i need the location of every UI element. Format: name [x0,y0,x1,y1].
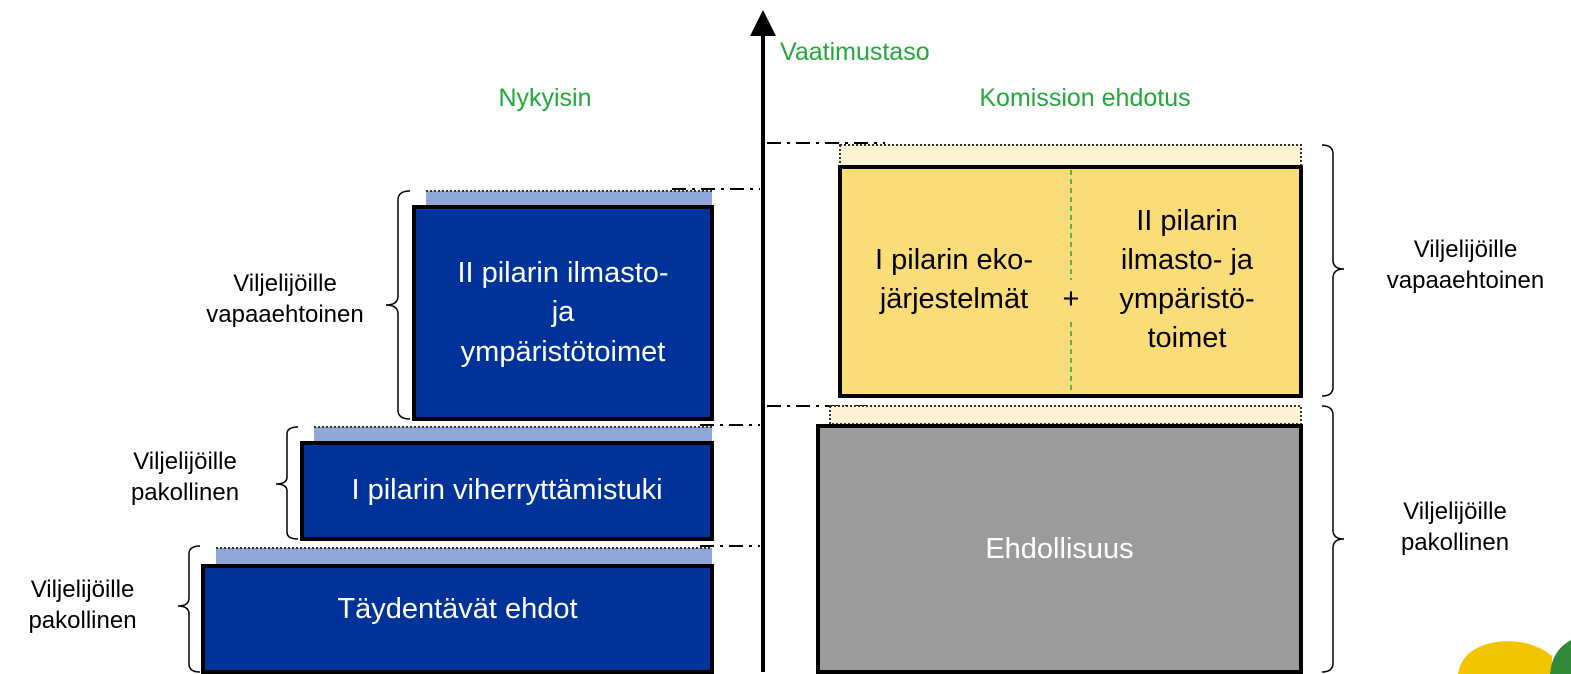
right-title: Komission ehdotus [979,84,1191,112]
right-top-box [838,165,1303,398]
left-top-strip [426,191,712,206]
brace-left-bottom [177,545,201,673]
left-middle-strip [314,427,712,442]
right-top-plus: + [1062,283,1080,316]
axis-label: Vaatimustaso [780,38,930,66]
brace-left-top [385,190,411,420]
right-bottom-strip [829,405,1302,425]
left-middle-box-text: I pilarin viherryttämistuki [351,474,663,507]
brace-right-bottom [1321,405,1345,673]
right-top-right-text: II pilarin ilmasto- ja ympäristö- toimet [1119,204,1255,355]
left-middle-label: Viljelijöille pakollinen [130,448,240,507]
right-bottom-box [816,424,1303,674]
brace-right-top [1321,144,1345,397]
logo-yellow-shape [1458,641,1552,674]
left-top-label: Viljelijöille vapaaehtoinen [206,270,364,329]
axis-arrowhead [750,10,776,36]
right-top-left-text: I pilarin eko- järjestelmät [875,243,1033,315]
left-middle-box [300,441,714,541]
right-bottom-label: Viljelijöille pakollinen [1400,498,1510,557]
left-top-box-text: II pilarin ilmasto- ja ympäristötoimet [457,257,669,368]
left-title: Nykyisin [498,84,592,112]
right-bottom-box-text: Ehdollisuus [985,533,1134,566]
left-bottom-box-text: Täydentävät ehdot [337,593,578,626]
left-bottom-strip [216,548,712,564]
right-top-label: Viljelijöille vapaaehtoinen [1386,236,1545,295]
left-bottom-box [201,564,714,674]
left-bottom-label: Viljelijöille pakollinen [28,576,137,635]
logo-green-shape [1550,640,1571,674]
brace-left-middle [275,426,299,540]
left-top-box [412,205,714,421]
right-top-strip [839,144,1302,168]
